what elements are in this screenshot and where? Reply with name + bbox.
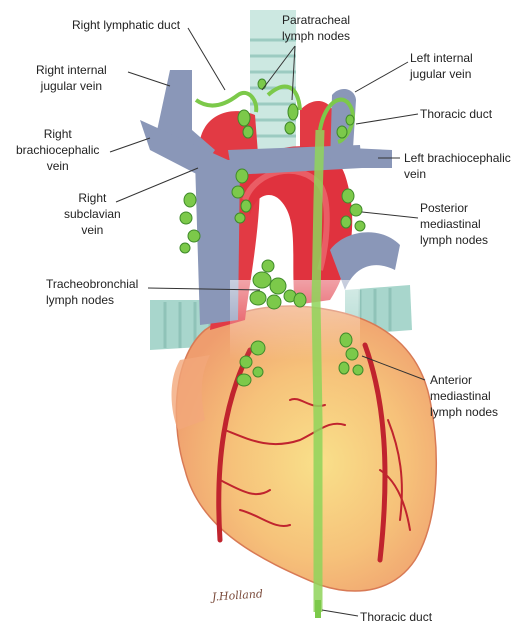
label-thoracic-duct-top: Thoracic duct — [420, 106, 492, 122]
label-anterior-mediastinal-lymph-nodes: Anterior mediastinal lymph nodes — [430, 372, 498, 420]
label-tracheobronchial-lymph-nodes: Tracheobronchial lymph nodes — [46, 276, 138, 308]
label-thoracic-duct-bottom: Thoracic duct — [360, 609, 432, 625]
label-left-brachiocephalic-vein: Left brachiocephalic vein — [404, 150, 511, 182]
label-right-brachiocephalic-vein: Right brachiocephalic vein — [16, 126, 99, 174]
label-right-internal-jugular-vein: Right internal jugular vein — [36, 62, 107, 94]
label-left-internal-jugular-vein: Left internal jugular vein — [410, 50, 473, 82]
label-right-lymphatic-duct: Right lymphatic duct — [72, 17, 180, 33]
label-paratracheal-lymph-nodes: Paratracheal lymph nodes — [282, 12, 350, 44]
label-right-subclavian-vein: Right subclavian vein — [64, 190, 121, 238]
label-posterior-mediastinal-lymph-nodes: Posterior mediastinal lymph nodes — [420, 200, 488, 248]
